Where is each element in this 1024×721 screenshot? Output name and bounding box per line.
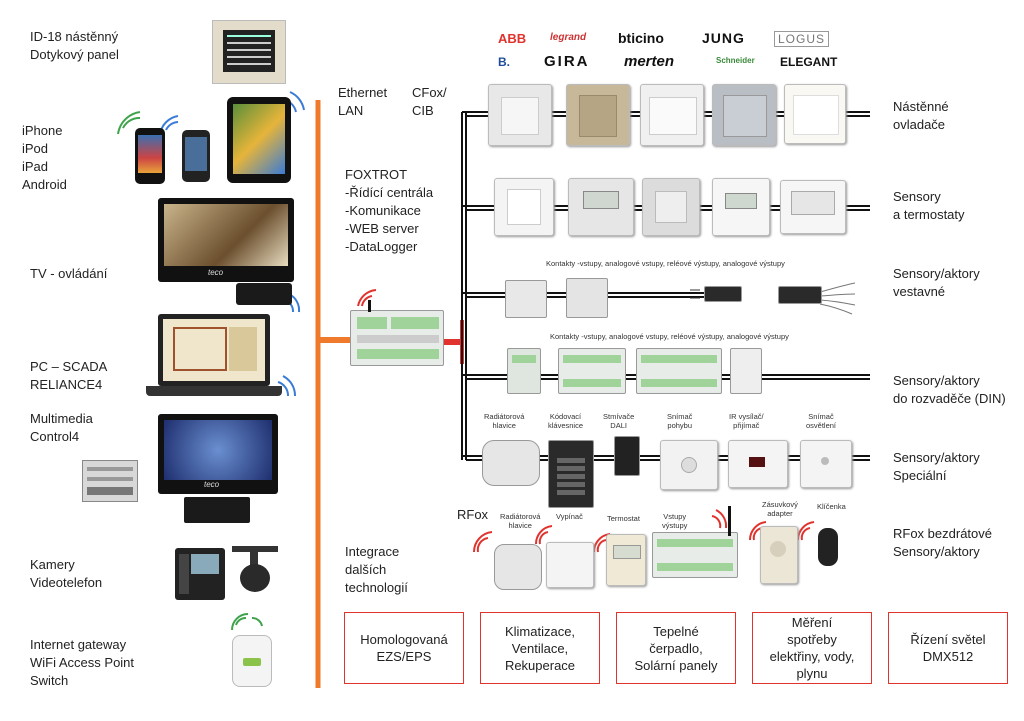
foxtrot-label: FOXTROT -Řídící centrála -Komunikace -WE… [345, 167, 434, 254]
ipod-image [182, 130, 210, 182]
brand-logo-logus: LOGUS [774, 31, 830, 47]
builtin-module-2 [566, 278, 608, 318]
brand-logo-bticino: bticino [618, 30, 664, 46]
builtin-module-1 [505, 280, 547, 318]
rf-io-caption: Vstupy výstupy [662, 512, 688, 530]
rf-thermostat-caption: Termostat [607, 514, 640, 523]
row5-label: Sensory/aktory Speciální [893, 450, 980, 483]
row3-label: Sensory/aktory vestavné [893, 266, 980, 299]
motion-sensor [660, 440, 718, 490]
row2-label: Sensory a termostaty [893, 189, 965, 222]
media-player-image [184, 497, 250, 523]
radiator-head-1 [482, 440, 540, 486]
din-module-4 [730, 348, 762, 394]
wall-switch-2 [566, 84, 630, 146]
rf-socket-adapter [760, 526, 798, 584]
foxtrot-antenna [368, 300, 371, 312]
motion-sensor-caption: Snímač pohybu [667, 412, 693, 430]
tv-brand-text: teco [208, 268, 224, 277]
rf-socket-caption: Zásuvkový adapter [762, 500, 798, 518]
light-sensor-caption: Snímač osvětlení [806, 412, 837, 430]
radiator-head-caption: Radiátorová hlavice [484, 412, 525, 430]
box-heat-pump: Tepelné čerpadlo, Solární panely [616, 612, 736, 684]
iphone-image [135, 128, 165, 184]
cfox-cib-label: CFox/ CIB [412, 85, 447, 118]
sensor-1 [494, 178, 554, 236]
rf-radiator-head [494, 544, 542, 590]
tv-label: TV - ovládání [30, 266, 108, 281]
box-ezs-eps: Homologovaná EZS/EPS [344, 612, 464, 684]
dali-caption: Stmívače DALI [603, 412, 635, 430]
brand-logo-abb: ABB [498, 31, 527, 46]
videophone-image [175, 548, 225, 600]
light-sensor [800, 440, 852, 488]
row6-label: RFox bezdrátové Sensory/aktory [893, 526, 992, 559]
foxtrot-controller-image [350, 310, 444, 366]
wall-switch-4 [712, 84, 776, 146]
brand-logo-berker: B. [498, 55, 510, 69]
laptop-base-image [146, 386, 282, 396]
thermostat-3 [780, 180, 846, 234]
thermostat-2 [712, 178, 770, 236]
rf-switch-caption: Vypínač [556, 512, 583, 521]
multimedia-tv-brand-text: teco [204, 480, 220, 489]
ptz-camera-image [232, 546, 284, 592]
din-module-3 [636, 348, 722, 394]
cameras-label: Kamery Videotelefon [30, 557, 103, 590]
rf-io-module [652, 532, 738, 578]
av-receiver-image [82, 460, 138, 502]
ir-transceiver [728, 440, 788, 488]
wall-switch-3 [640, 84, 704, 146]
box-metering: Měření spotřeby elektřiny, vody, plynu [752, 612, 872, 684]
brand-logo-elegant: ELEGANT [780, 55, 838, 69]
touch-panel-image [212, 20, 286, 84]
rf-radiator-caption: Radiátorová hlavice [500, 512, 541, 530]
box-hvac: Klimatizace, Ventilace, Rekuperace [480, 612, 600, 684]
brand-logo-schneider: Schneider [716, 56, 755, 65]
rfox-label: RFox [457, 507, 489, 522]
touch-panel-label: ID-18 nástěnný Dotykový panel [30, 29, 119, 62]
row4-caption: Kontakty -vstupy, analogové vstupy, relé… [550, 332, 789, 341]
row3-caption: Kontakty -vstupy, analogové vstupy, relé… [546, 259, 785, 268]
brand-logo-legrand: legrand [550, 32, 587, 43]
integration-label: Integrace dalších technologií [345, 544, 408, 595]
code-keypad [548, 440, 594, 508]
multimedia-tv-image: teco [158, 414, 278, 494]
gateway-label: Internet gateway WiFi Access Point Switc… [30, 637, 135, 688]
tv-image: teco [158, 198, 294, 282]
dali-dimmer [614, 436, 640, 476]
rf-keyfob [818, 528, 838, 566]
mobile-devices-label: iPhone iPod iPad Android [22, 123, 67, 192]
laptop-screen-image [158, 314, 270, 386]
rf-thermostat [606, 534, 646, 586]
thermostat-1 [568, 178, 634, 236]
wall-switch-1 [488, 84, 552, 146]
rf-io-antenna [728, 506, 731, 536]
din-module-2 [558, 348, 626, 394]
multimedia-label: Multimedia Control4 [30, 411, 93, 444]
ir-caption: IR vysílač/ přijímač [729, 412, 764, 430]
pc-scada-label: PC – SCADA RELIANCE4 [30, 359, 108, 392]
brand-logo-merten: merten [624, 53, 675, 70]
set-top-box-image [236, 283, 292, 305]
builtin-module-4 [778, 286, 822, 304]
keypad-caption: Kódovací klávesnice [548, 412, 584, 430]
ethernet-lan-label: Ethernet LAN [338, 85, 388, 118]
rf-keyfob-caption: Klíčenka [817, 502, 846, 511]
builtin-module-3 [704, 286, 742, 302]
brand-logo-jung: JUNG [702, 30, 745, 46]
row1-label: Nástěnné ovladače [893, 99, 949, 132]
row4-label: Sensory/aktory do rozvaděče (DIN) [893, 373, 1006, 406]
wifi-gateway-image [232, 635, 272, 687]
ipad-image [227, 97, 291, 183]
box-dmx512: Řízení světel DMX512 [888, 612, 1008, 684]
brand-logo-gira: GIRA [544, 53, 590, 70]
wall-switch-5 [784, 84, 846, 144]
sensor-2 [642, 178, 700, 236]
rf-wall-switch [546, 542, 594, 588]
din-module-1 [507, 348, 541, 394]
